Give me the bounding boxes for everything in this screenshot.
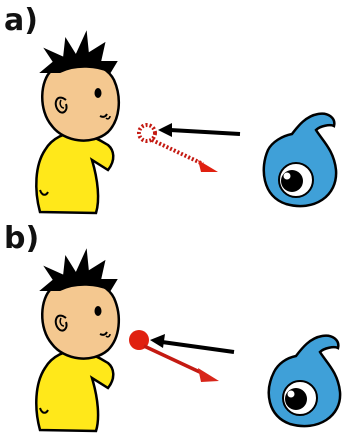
boy-character-a (36, 34, 119, 213)
boy-hair (42, 252, 116, 290)
outgoing-arrow-solid (144, 346, 204, 374)
incoming-arrow-a (170, 130, 240, 134)
boy-character-b (36, 252, 119, 431)
blue-eye-creature-b (269, 336, 340, 426)
blue-eye-creature-a (264, 114, 336, 206)
boy-head (42, 62, 119, 141)
boy-head (42, 280, 119, 359)
outgoing-arrow-head (198, 160, 218, 172)
incoming-arrow-b (162, 342, 234, 352)
boy-shirt (36, 132, 113, 213)
panel-a (36, 34, 336, 213)
panel-b (36, 252, 340, 431)
outgoing-arrow-dashed (152, 140, 203, 164)
boy-shirt (36, 350, 113, 431)
ball-outline (139, 125, 155, 141)
boy-hair (42, 34, 116, 72)
